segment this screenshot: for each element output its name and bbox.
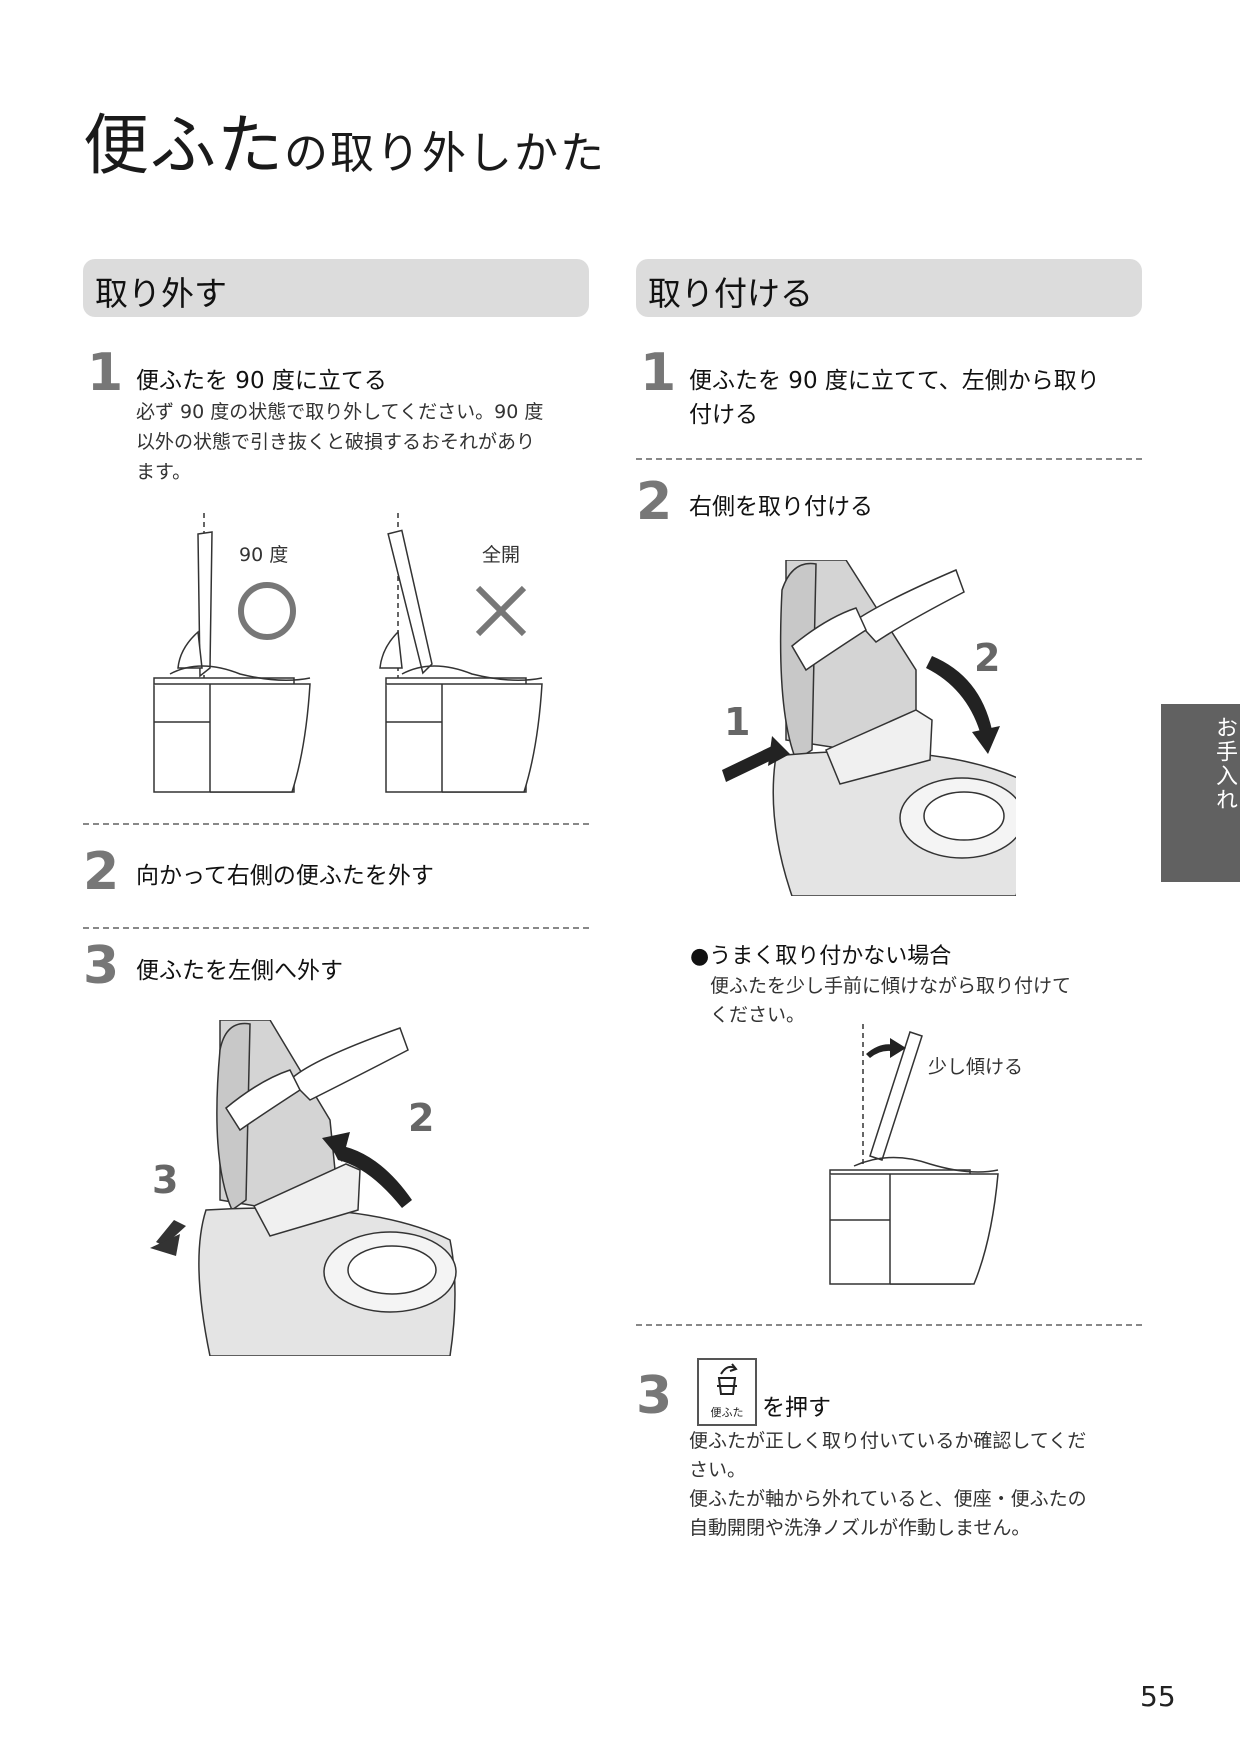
step-number: 2 [636, 472, 673, 532]
step-heading: 便ふたを左側へ外す [136, 958, 343, 984]
step-heading: 便ふたを 90 度に立てる [136, 368, 387, 394]
step-heading: 便ふたを 90 度に立てて、左側から取り [689, 368, 1100, 394]
side-tab-label: お手入れ [1212, 716, 1237, 812]
page-title-sub: の取り外しかた [284, 128, 606, 179]
note-body: 便ふたを少し手前に傾けながら取り付けて [710, 975, 1072, 997]
page-number: 55 [1140, 1680, 1176, 1713]
section-header-label: 取り付ける [648, 274, 813, 313]
figure-label-ng: 全開 [482, 544, 521, 566]
side-tab-maintenance[interactable]: お手入れ [1161, 704, 1240, 882]
step-heading: 付ける [689, 402, 758, 428]
divider [83, 823, 589, 825]
step-number: 1 [640, 343, 677, 403]
note-heading: ●うまく取り付かない場合 [690, 944, 952, 969]
section-header-attach: 取り付ける [636, 259, 1142, 317]
figure-attach-lid [722, 560, 1016, 896]
step-body: さい。 [689, 1459, 747, 1481]
step-body: 便ふたが軸から外れていると、便座・便ふたの [689, 1488, 1087, 1510]
step-heading: を押す [762, 1395, 831, 1421]
figure-label-tilt: 少し傾ける [928, 1056, 1024, 1078]
figure-remove-lid [150, 1020, 457, 1356]
step-heading: 右側を取り付ける [689, 494, 873, 520]
step-body: 自動開閉や洗浄ノズルが作動しません。 [689, 1517, 1031, 1539]
step-number: 2 [83, 842, 120, 902]
figure-label-ok: 90 度 [239, 544, 289, 566]
step-number: 1 [87, 343, 124, 403]
step-number: 3 [636, 1366, 673, 1426]
divider [636, 1324, 1142, 1326]
step-body: 便ふたが正しく取り付いているか確認してくだ [689, 1430, 1087, 1452]
step-body: 以外の状態で引き抜くと破損するおそれがあり [136, 431, 536, 453]
lid-open-close-button: 便ふた [697, 1358, 757, 1426]
figure-arrow-number: 2 [974, 636, 1001, 680]
lid-button-label: 便ふた [710, 1406, 744, 1419]
figure-arrow-number: 2 [408, 1096, 435, 1140]
note-body: ください。 [710, 1004, 806, 1026]
step-body: ます。 [136, 461, 192, 483]
ng-mark-icon [475, 585, 527, 637]
figure-arrow-number: 1 [724, 700, 751, 744]
figure-arrow-number: 3 [152, 1158, 179, 1202]
page-title: 便ふたの取り外しかた [83, 92, 606, 188]
divider [83, 927, 589, 929]
divider [636, 458, 1142, 460]
lid-button-icon [717, 1363, 738, 1395]
ok-mark-icon [238, 582, 296, 640]
figure-tilt-lid [829, 1024, 999, 1285]
section-header-remove: 取り外す [83, 259, 589, 317]
page-title-main: 便ふた [83, 107, 284, 184]
step-body: 必ず 90 度の状態で取り外してください。90 度 [136, 401, 544, 423]
section-header-label: 取り外す [95, 274, 227, 313]
figure-lid-angle [153, 513, 543, 793]
step-number: 3 [83, 936, 120, 996]
step-heading: 向かって右側の便ふたを外す [136, 863, 434, 889]
